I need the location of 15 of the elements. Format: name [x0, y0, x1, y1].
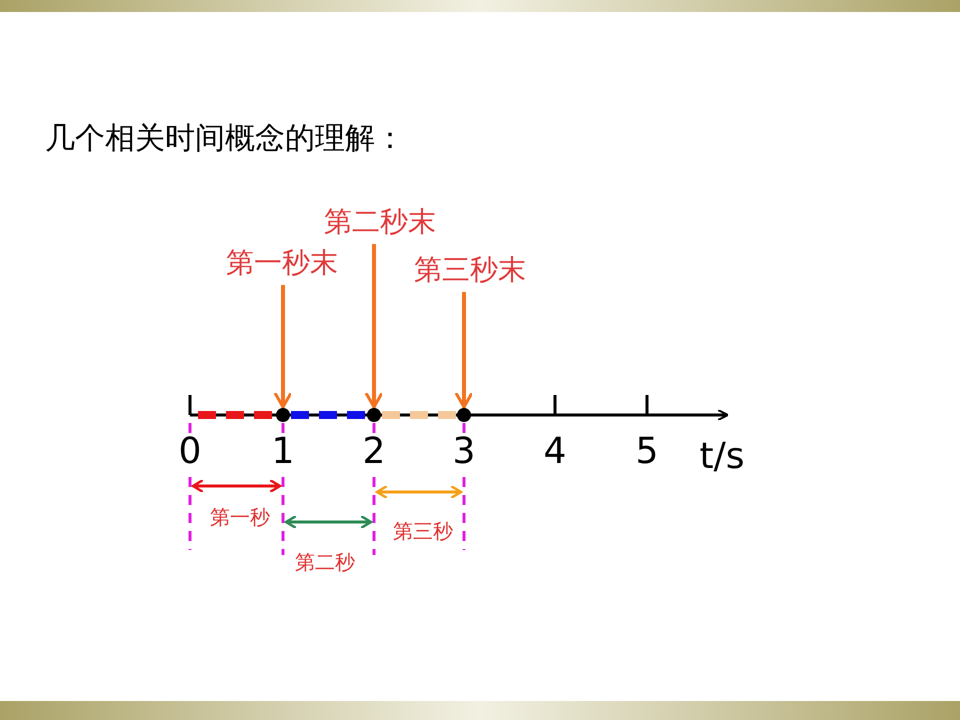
tick-number: 3	[452, 434, 476, 470]
time-point-dot	[367, 408, 381, 422]
tick-number: 0	[178, 434, 202, 470]
interval-label: 第一秒	[210, 507, 270, 527]
interval-label: 第二秒	[295, 552, 355, 572]
arrow	[274, 285, 292, 408]
title: 几个相关时间概念的理解：	[45, 124, 405, 154]
time-point-dot	[276, 408, 290, 422]
time-point-label: 第三秒末	[414, 256, 526, 284]
time-point-label: 第二秒末	[324, 208, 436, 236]
time-point-label: 第一秒末	[226, 249, 338, 277]
interval-label: 第三秒	[393, 521, 453, 541]
time-point-dot	[457, 408, 471, 422]
arrow	[454, 292, 474, 408]
arrow	[364, 244, 384, 408]
